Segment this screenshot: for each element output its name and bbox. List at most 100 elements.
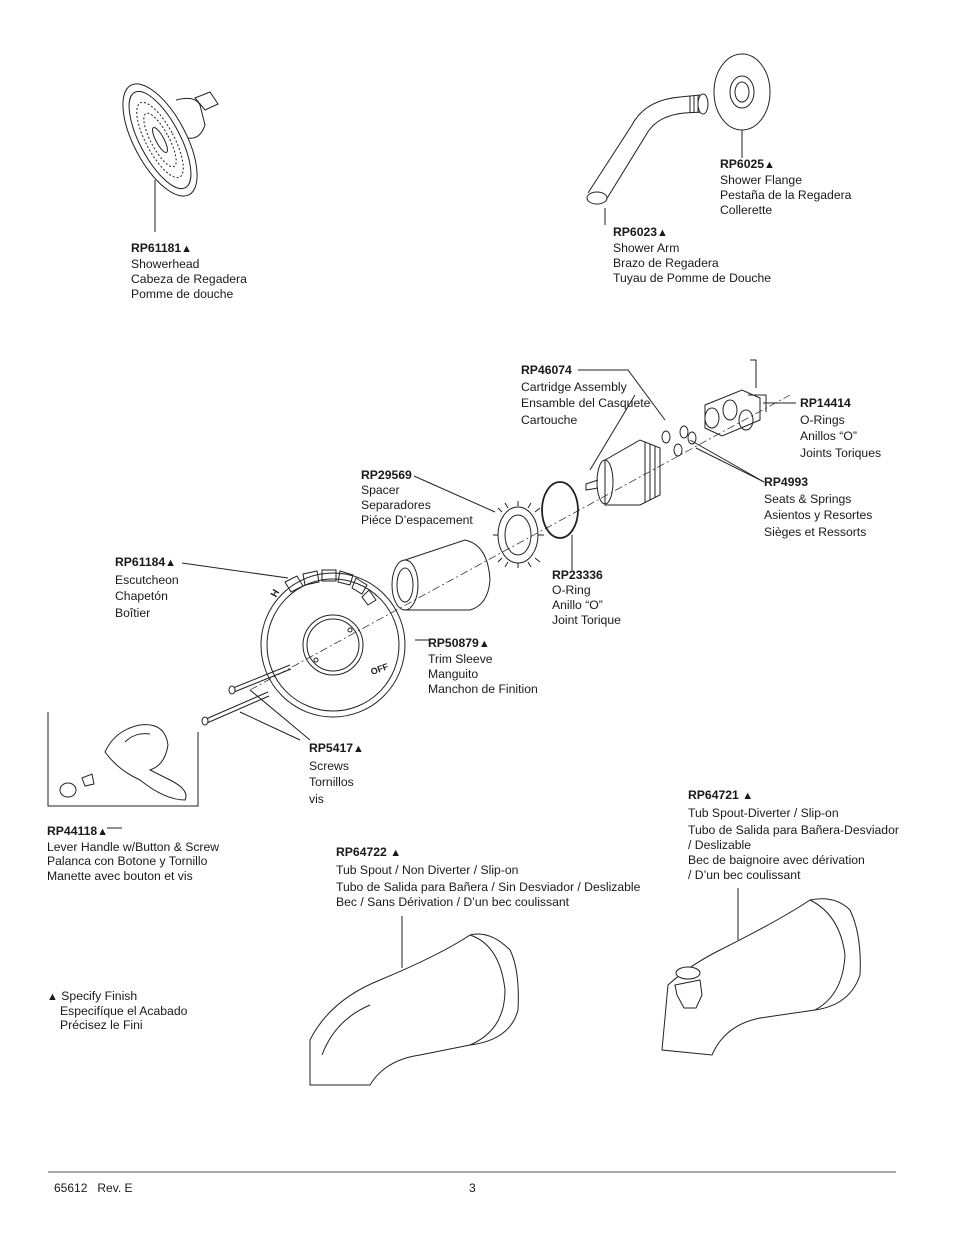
tub-spout-diverter-name-en: Tub Spout-Diverter / Slip-on — [688, 806, 839, 820]
lever-handle-illustration — [47, 712, 199, 807]
spacer-name-fr: Piéce D’espacement — [361, 513, 473, 527]
shower-arm-part-number: RP6023 — [613, 225, 658, 239]
shower-flange-name-es: Pestaña de la Regadera — [720, 188, 852, 202]
trim-sleeve-part-number: RP50879 — [428, 636, 479, 650]
tub-spout-non-diverter-name-es: Tubo de Salida para Bañera / Sin Desviad… — [336, 880, 641, 894]
screws-illustration — [201, 664, 292, 726]
cartridge-illustration — [585, 439, 661, 506]
trim-sleeve-name-fr: Manchon de Finition — [428, 682, 538, 696]
shower-flange-name-fr: Collerette — [720, 203, 773, 217]
shower-arm-name-es: Brazo de Regadera — [613, 256, 719, 270]
lever-handle-finish-flag: ▲ — [97, 826, 109, 838]
tub-spout-non-diverter-part-number: RP64722 — [336, 845, 387, 859]
lever-handle-name-fr: Manette avec bouton et vis — [47, 868, 193, 883]
tub-spout-non-diverter-label: RP64722 ▲ Tub Spout / Non Diverter / Sli… — [336, 845, 640, 910]
tub-spout-diverter-name-es-cont: / Deslizable — [688, 838, 751, 852]
showerhead-illustration — [122, 83, 219, 232]
escutcheon-illustration — [260, 569, 406, 718]
trim-sleeve-label: RP50879▲ Trim Sleeve Manguito Manchon de… — [428, 636, 538, 697]
shower-arm-finish-flag: ▲ — [657, 227, 668, 239]
page-number: 3 — [469, 1181, 476, 1195]
shower-flange-part-number: RP6025 — [720, 157, 765, 171]
legend-flag: ▲ — [47, 991, 58, 1003]
tub-spout-non-diverter-finish-flag: ▲ — [390, 847, 402, 859]
shower-arm-name-fr: Tuyau de Pomme de Douche — [613, 271, 772, 285]
o-rings-label: RP14414 O-Rings Anillos “O” Joints Toriq… — [800, 395, 881, 461]
showerhead-label: RP61181▲ Showerhead Cabeza de Regadera P… — [131, 241, 247, 302]
o-rings-name-fr: Joints Toriques — [800, 445, 882, 460]
shower-arm-label: RP6023▲ Shower Arm Brazo de Regadera Tuy… — [613, 225, 771, 286]
legend-line-en: Specify Finish — [61, 989, 138, 1003]
cartridge-label: RP46074 Cartridge Assembly Ensamble del … — [521, 362, 650, 428]
lever-handle-part-number: RP44118 — [47, 824, 98, 838]
seats-springs-name-es: Asientos y Resortes — [764, 508, 873, 522]
tub-spout-diverter-finish-flag: ▲ — [742, 790, 754, 802]
seats-springs-part-number: RP4993 — [764, 475, 809, 489]
legend-line-es: Especifíque el Acabado — [60, 1004, 188, 1018]
leader-lines — [107, 359, 796, 829]
footer-revision: Rev. E — [97, 1181, 133, 1195]
trim-sleeve-name-es: Manguito — [428, 667, 479, 681]
tub-spout-diverter-label: RP64721 ▲ Tub Spout-Diverter / Slip-on T… — [688, 788, 899, 883]
escutcheon-name-es: Chapetón — [115, 589, 168, 603]
o-ring-name-es: Anillo “O” — [552, 598, 603, 612]
cartridge-name-en: Cartridge Assembly — [521, 379, 627, 394]
trim-sleeve-illustration — [391, 539, 491, 611]
trim-sleeve-finish-flag: ▲ — [478, 638, 490, 650]
tub-spout-non-diverter-name-en: Tub Spout / Non Diverter / Slip-on — [336, 863, 519, 877]
footer-doc-number: 65612 — [54, 1181, 88, 1195]
showerhead-finish-flag: ▲ — [181, 243, 193, 255]
tub-spout-diverter-name-fr-cont: / D’un bec coulissant — [688, 868, 801, 882]
tub-spout-diverter-name-es: Tubo de Salida para Bañera-Desviador — [688, 823, 899, 837]
shower-flange-finish-flag: ▲ — [764, 159, 775, 171]
tub-spout-diverter-part-number: RP64721 — [688, 788, 739, 802]
o-rings-name-es: Anillos “O” — [800, 429, 857, 443]
trim-sleeve-name-en: Trim Sleeve — [428, 652, 493, 666]
escutcheon-label: RP61184▲ Escutcheon Chapetón Boîtier — [115, 554, 179, 621]
screws-finish-flag: ▲ — [353, 743, 364, 755]
o-rings-part-number: RP14414 — [800, 396, 851, 410]
spacer-name-en: Spacer — [361, 483, 400, 497]
escutcheon-name-en: Escutcheon — [115, 572, 179, 587]
o-ring-name-fr: Joint Torique — [552, 613, 621, 627]
lever-handle-name-es: Palanca con Botone y Tornillo — [47, 854, 208, 868]
escutcheon-hot-mark: H — [269, 588, 282, 600]
shower-arm-name-en: Shower Arm — [613, 241, 680, 255]
shower-flange-name-en: Shower Flange — [720, 173, 802, 187]
screws-label: RP5417▲ Screws Tornillos vis — [309, 740, 364, 807]
o-ring-name-en: O-Ring — [552, 583, 591, 597]
tub-spout-non-diverter-illustration — [309, 916, 519, 1086]
showerhead-name-fr: Pomme de douche — [131, 287, 234, 301]
tub-spout-non-diverter-name-fr: Bec / Sans Dérivation / D’un bec couliss… — [336, 895, 570, 909]
tub-spout-diverter-illustration — [661, 888, 861, 1056]
showerhead-part-number: RP61181 — [131, 241, 182, 255]
o-ring-part-number: RP23336 — [552, 568, 603, 582]
o-ring-label: RP23336 O-Ring Anillo “O” Joint Torique — [552, 568, 621, 628]
screws-name-fr: vis — [309, 791, 324, 806]
assembly-centerline — [249, 394, 791, 691]
o-rings-name-en: O-Rings — [800, 412, 845, 427]
spacer-part-number: RP29569 — [361, 468, 412, 482]
screws-name-en: Screws — [309, 758, 349, 773]
escutcheon-part-number: RP61184 — [115, 555, 166, 569]
spacer-label: RP29569 Spacer Separadores Piéce D’espac… — [361, 468, 473, 528]
shower-arm-illustration — [586, 93, 709, 225]
spacer-illustration — [493, 501, 544, 568]
seats-springs-name-en: Seats & Springs — [764, 491, 852, 506]
showerhead-name-es: Cabeza de Regadera — [131, 272, 247, 286]
o-ring-illustration — [541, 481, 579, 570]
valve-body-illustration — [704, 389, 767, 437]
lever-handle-name-en: Lever Handle w/Button & Screw — [47, 839, 220, 854]
footer-doc-info: 65612 Rev. E — [54, 1181, 133, 1195]
legend-line-fr: Précisez le Fini — [60, 1018, 143, 1032]
screws-part-number: RP5417 — [309, 741, 354, 755]
shower-flange-illustration — [713, 53, 771, 158]
spacer-name-es: Separadores — [361, 498, 431, 512]
tub-spout-diverter-name-fr: Bec de baignoire avec dérivation — [688, 853, 865, 867]
cartridge-name-fr: Cartouche — [521, 412, 578, 427]
finish-legend: ▲ Specify Finish Especifíque el Acabado … — [47, 989, 187, 1032]
lever-handle-label: RP44118▲ Lever Handle w/Button & Screw P… — [47, 824, 219, 883]
escutcheon-finish-flag: ▲ — [165, 557, 177, 569]
seats-springs-label: RP4993 Seats & Springs Asientos y Resort… — [764, 474, 872, 540]
